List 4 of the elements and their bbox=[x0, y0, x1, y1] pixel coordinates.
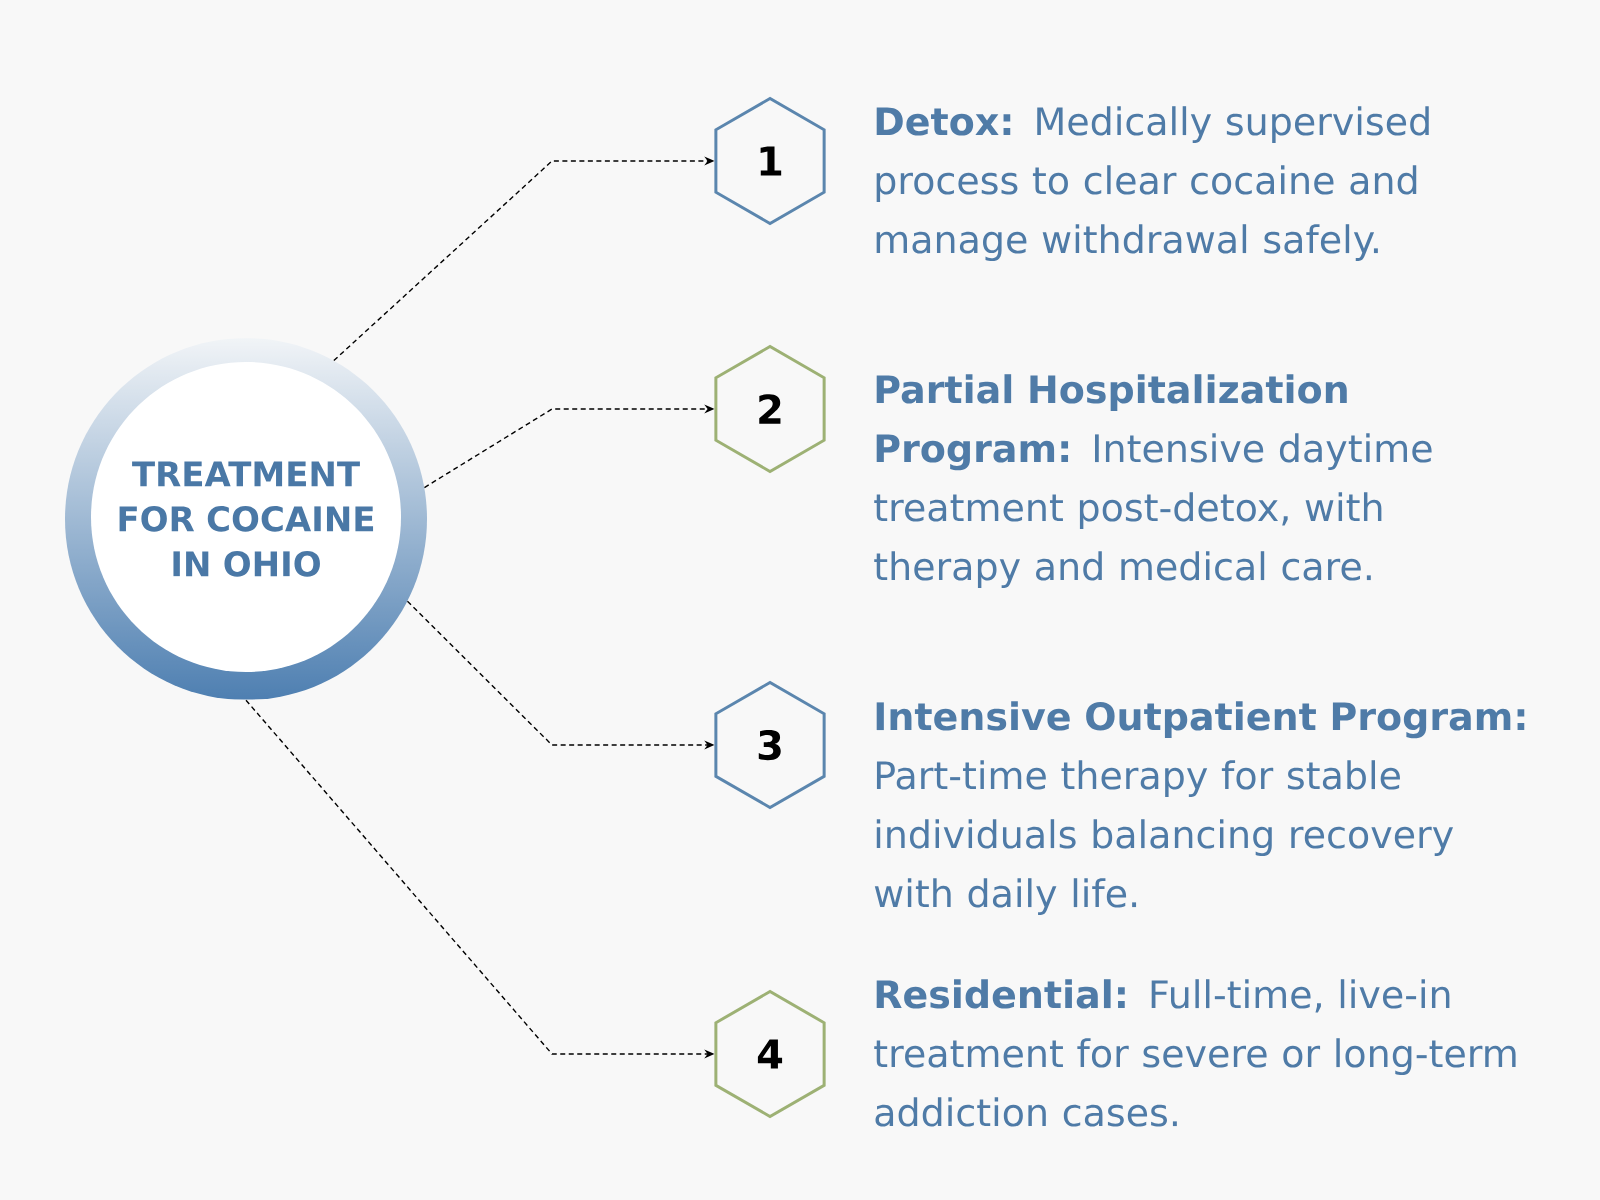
description-text: Partial Hospitalization Program: Intensive daytime treatment post-detox, with therapy and medical care. bbox=[874, 374, 1432, 588]
description-text: Residential: Full-time, live-in treatment for severe or long-term addiction cases. bbox=[874, 979, 1516, 1127]
description-text: Intensive Outpatient Program: Part-time therapy for stable individuals balancing recovery with daily life. bbox=[874, 701, 1525, 915]
description-text: Detox: Medically supervised process to clear cocaine and manage withdrawal safely. bbox=[876, 106, 1429, 261]
